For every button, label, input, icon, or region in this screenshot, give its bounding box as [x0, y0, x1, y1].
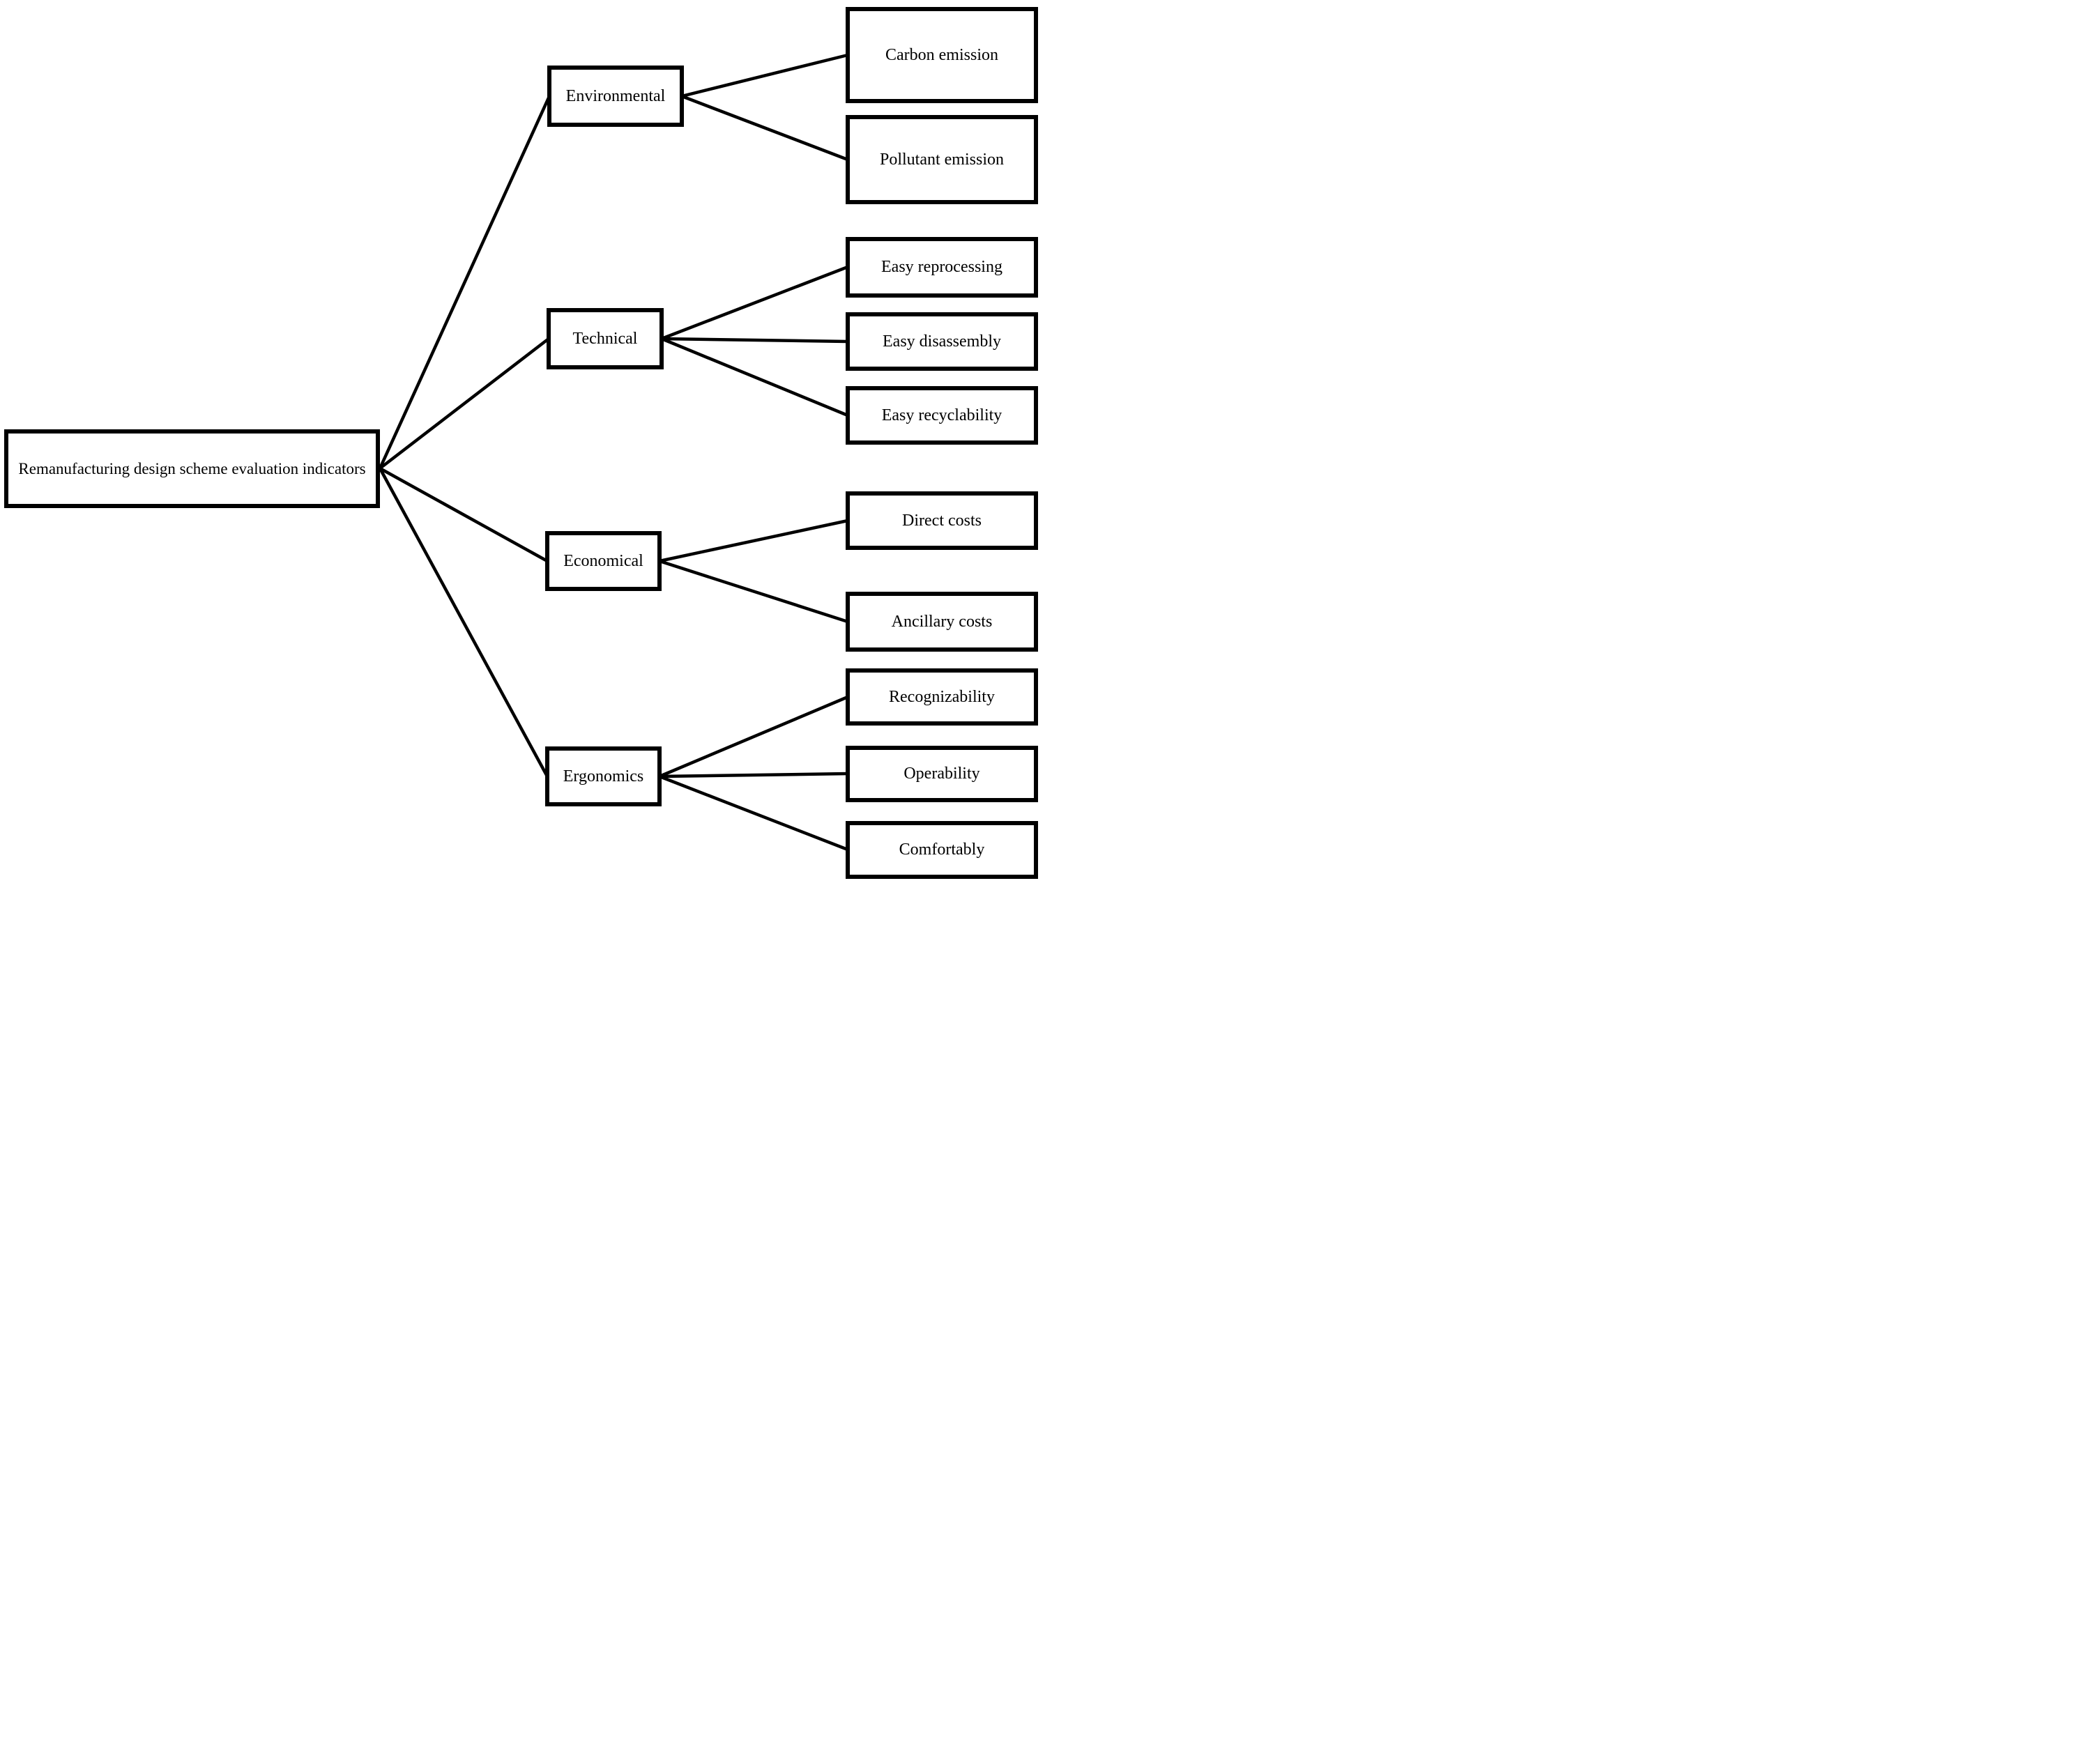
tree-diagram: Remanufacturing design scheme evaluation… — [0, 0, 1048, 882]
connector-line — [379, 467, 549, 562]
leaf-node-easy-recyclability: Easy recyclability — [846, 386, 1038, 445]
connector-line — [661, 337, 848, 344]
leaf-node-comfortably: Comfortably — [846, 821, 1038, 879]
connector-lines-layer — [378, 53, 848, 852]
leaf-node-operability: Operability — [846, 746, 1038, 802]
connector-line — [659, 774, 848, 852]
leaf-node-direct-costs: Direct costs — [846, 491, 1038, 550]
connector-line — [661, 337, 848, 417]
root-node: Remanufacturing design scheme evaluation… — [4, 429, 380, 508]
leaf-node-easy-reprocessing: Easy reprocessing — [846, 237, 1038, 298]
connector-line — [379, 337, 550, 470]
leaf-node-ancillary-costs: Ancillary costs — [846, 592, 1038, 652]
connector-line — [681, 53, 848, 98]
connector-line — [681, 94, 848, 162]
connector-line — [659, 519, 848, 563]
connector-line — [378, 95, 551, 469]
connector-line — [661, 265, 848, 341]
leaf-node-recognizability: Recognizability — [846, 668, 1038, 726]
connector-line — [659, 772, 848, 779]
connector-line — [659, 695, 848, 779]
connector-line — [379, 467, 549, 778]
connector-line — [659, 559, 848, 624]
leaf-node-easy-disassembly: Easy disassembly — [846, 312, 1038, 371]
leaf-node-pollutant-emission: Pollutant emission — [846, 115, 1038, 204]
category-node-economical: Economical — [545, 531, 662, 591]
category-node-ergonomics: Ergonomics — [545, 746, 662, 806]
category-node-environmental: Environmental — [547, 66, 684, 127]
leaf-node-carbon-emission: Carbon emission — [846, 7, 1038, 103]
category-node-technical: Technical — [547, 308, 664, 369]
